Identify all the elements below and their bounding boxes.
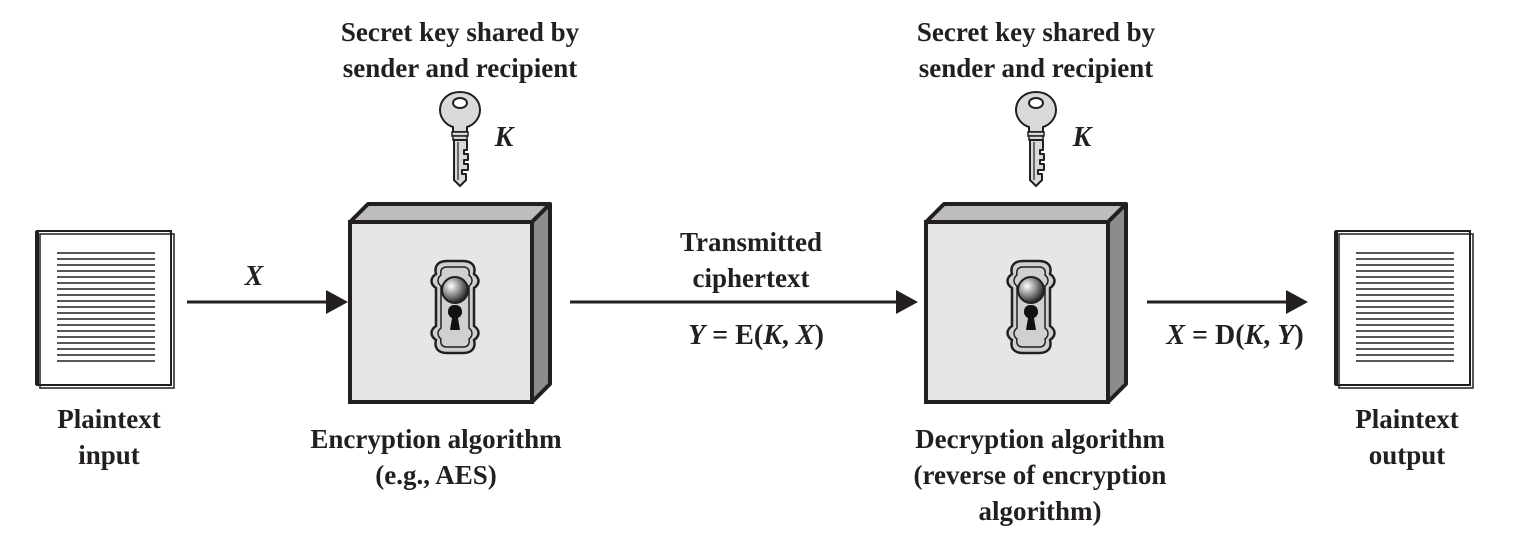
transmitted-ciphertext-label: Transmitted ciphertext	[626, 224, 876, 296]
output-eq-op: = D(	[1185, 320, 1245, 351]
transmitted-ciphertext-line2: ciphertext	[692, 263, 810, 293]
output-eq-close: )	[1294, 320, 1304, 351]
right-key-symbol: K	[1072, 122, 1092, 153]
arrow-output	[1147, 290, 1308, 314]
right-key-caption-line1: Secret key shared by	[916, 17, 1156, 47]
plaintext-input-document-icon	[35, 229, 176, 390]
decryption-box-icon	[924, 202, 1128, 404]
ciphertext-eq-sep: ,	[781, 320, 796, 351]
arrow-input	[187, 290, 348, 314]
left-key-caption: Secret key shared by sender and recipien…	[310, 14, 610, 86]
decryption-algorithm-caption: Decryption algorithm (reverse of encrypt…	[880, 421, 1200, 529]
decryption-caption-line1: Decryption algorithm	[915, 424, 1165, 454]
plaintext-input-line1: Plaintext	[57, 404, 161, 434]
output-equation: X = D(K, Y)	[1140, 318, 1330, 354]
output-eq-k: K	[1244, 320, 1264, 351]
ciphertext-equation: Y = E(K, X)	[626, 318, 886, 354]
ciphertext-eq-x: X	[795, 320, 815, 351]
right-key-caption: Secret key shared by sender and recipien…	[886, 14, 1186, 86]
left-key-caption-line1: Secret key shared by	[340, 17, 580, 47]
output-eq-y: Y	[1277, 320, 1295, 351]
encryption-box-icon	[348, 202, 552, 404]
decryption-caption-line3: algorithm)	[978, 496, 1102, 526]
plaintext-output-document-icon	[1334, 229, 1475, 390]
ciphertext-eq-close: )	[814, 320, 824, 351]
output-eq-sep: ,	[1263, 320, 1278, 351]
left-key-caption-line2: sender and recipient	[342, 53, 578, 83]
plaintext-output-line2: output	[1368, 440, 1446, 470]
ciphertext-eq-y: Y	[688, 320, 706, 351]
encryption-algorithm-caption: Encryption algorithm (e.g., AES)	[286, 421, 586, 493]
arrow-ciphertext	[570, 290, 918, 314]
left-key-symbol: K	[494, 122, 514, 153]
ciphertext-eq-op: = E(	[705, 320, 764, 351]
decryption-caption-line2: (reverse of encryption	[913, 460, 1167, 490]
left-key-icon	[439, 91, 481, 187]
transmitted-ciphertext-line1: Transmitted	[680, 227, 822, 257]
output-eq-x: X	[1166, 320, 1186, 351]
plaintext-input-caption: Plaintext input	[14, 401, 204, 473]
right-key-caption-line2: sender and recipient	[918, 53, 1154, 83]
encryption-caption-line2: (e.g., AES)	[375, 460, 497, 490]
plaintext-output-line1: Plaintext	[1355, 404, 1459, 434]
encryption-caption-line1: Encryption algorithm	[310, 424, 562, 454]
right-key-icon	[1015, 91, 1057, 187]
ciphertext-eq-k: K	[763, 320, 782, 351]
plaintext-input-line2: input	[78, 440, 140, 470]
plaintext-output-caption: Plaintext output	[1312, 401, 1502, 473]
input-symbol-x: X	[244, 261, 264, 292]
